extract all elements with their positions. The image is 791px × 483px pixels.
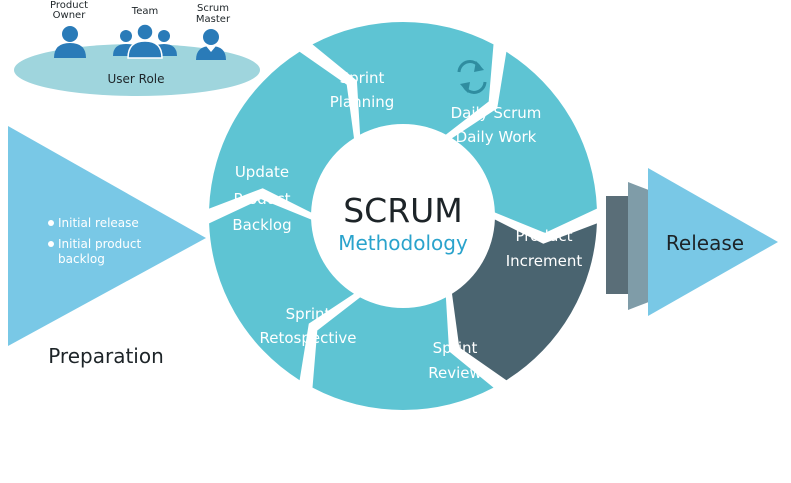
- segment-product-increment-line1: Product: [516, 227, 573, 245]
- segment-sprint-retrospective-line2: Retospective: [259, 329, 356, 347]
- release-step-2: [628, 182, 654, 310]
- segment-sprint-planning-line1: Sprint: [340, 69, 385, 87]
- segment-sprint-planning-shape: [312, 21, 494, 135]
- person-icon: [54, 26, 86, 58]
- bullet-dot: [48, 241, 54, 247]
- release-group: Release: [606, 168, 778, 316]
- segment-update-backlog-line3: Backlog: [232, 216, 291, 234]
- segment-update-backlog-line2: Product: [234, 190, 291, 208]
- wheel-hub: [320, 133, 486, 299]
- segment-sprint-review-shape: [312, 297, 494, 411]
- role-product-owner-line2: Owner: [53, 10, 87, 21]
- user-role-group: User Role Product Owner Team Scrum Maste…: [14, 0, 260, 96]
- segment-product-increment-shape: [452, 219, 597, 381]
- preparation-group: Initial release Initial product backlog …: [8, 126, 206, 368]
- segment-product-increment-line2: Increment: [506, 252, 583, 270]
- segment-daily-scrum-line1: Daily Scrum: [451, 104, 542, 122]
- release-arrow: [648, 168, 778, 316]
- segment-daily-scrum-shape: [452, 51, 597, 233]
- segment-daily-scrum-line2: Daily Work: [456, 128, 537, 146]
- segment-sprint-review-line2: Review: [428, 364, 482, 382]
- role-team-label: Team: [131, 6, 158, 17]
- hub-subtitle: Methodology: [338, 231, 468, 255]
- preparation-arrow: [8, 126, 206, 346]
- refresh-icon: [457, 60, 487, 94]
- role-scrum-master-line1: Scrum: [197, 3, 229, 14]
- hub-title: SCRUM: [343, 191, 463, 230]
- preparation-bullet-2: Initial product: [58, 237, 141, 251]
- segment-sprint-retrospective-line1: Sprint: [286, 305, 331, 323]
- preparation-title: Preparation: [48, 344, 164, 368]
- release-title: Release: [666, 231, 744, 255]
- user-role-label: User Role: [107, 72, 164, 86]
- segment-update-backlog-line1: Update: [235, 163, 289, 181]
- group-icon: [113, 23, 177, 59]
- preparation-bullet-1: Initial release: [58, 216, 139, 230]
- segment-sprint-planning-line2: Planning: [330, 93, 395, 111]
- bullet-dot: [48, 220, 54, 226]
- role-scrum-master-line2: Master: [196, 14, 231, 25]
- scrum-wheel: SCRUM Methodology Sprint Planning Daily …: [209, 21, 597, 411]
- segment-update-backlog-shape: [209, 51, 354, 213]
- segment-sprint-retrospective-shape: [209, 199, 354, 381]
- person-tie-icon: [196, 29, 226, 60]
- segment-sprint-review-line1: Sprint: [433, 339, 478, 357]
- preparation-bullet-2-cont: backlog: [58, 252, 105, 266]
- release-step-1: [606, 196, 630, 294]
- role-product-owner-line1: Product: [50, 0, 88, 11]
